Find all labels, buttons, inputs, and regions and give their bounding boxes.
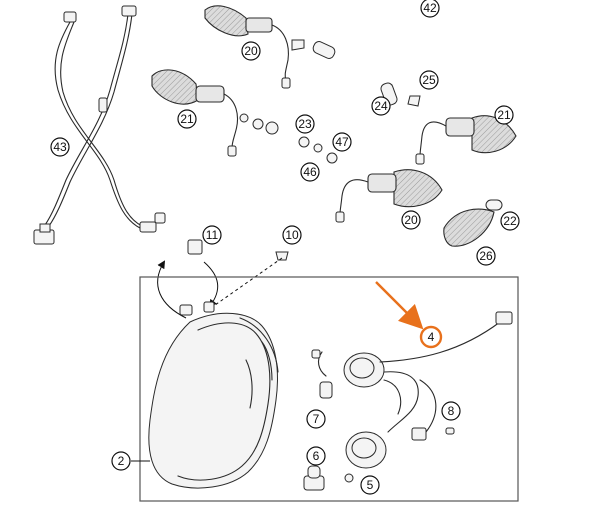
callout-42: 42 <box>420 0 440 18</box>
callout-21-left-label: 21 <box>180 112 194 126</box>
callout-20-top: 20 <box>241 41 261 61</box>
callout-24-label: 24 <box>374 99 388 113</box>
headlight-housing <box>148 312 279 489</box>
callout-22: 22 <box>500 211 520 231</box>
callout-47: 47 <box>332 132 352 152</box>
callout-25: 25 <box>419 70 439 90</box>
fasteners <box>187 239 289 311</box>
callout-10: 10 <box>282 225 302 245</box>
turn-signal-right-lower <box>335 169 443 223</box>
assembly-arrows <box>157 260 219 319</box>
callout-20-right: 20 <box>401 210 421 230</box>
callout-26: 26 <box>476 246 496 266</box>
callout-11-label: 11 <box>206 228 219 242</box>
assembly-box <box>139 276 519 502</box>
callout-10-label: 10 <box>285 228 299 242</box>
callout-6: 6 <box>306 446 326 466</box>
callout-20-right-label: 20 <box>404 213 418 227</box>
callout-2: 2 <box>111 451 150 471</box>
highlight-arrow <box>375 281 424 330</box>
callout-46-label: 46 <box>303 165 317 179</box>
turn-signal-upper <box>204 5 336 89</box>
callout-7-label: 7 <box>313 412 320 426</box>
callout-21-right: 21 <box>494 105 514 125</box>
callout-43: 43 <box>50 137 70 157</box>
callout-22-label: 22 <box>503 214 517 228</box>
turn-signal-left <box>151 69 279 157</box>
callout-23-label: 23 <box>298 117 312 131</box>
callout-46: 46 <box>300 162 320 182</box>
callout-4-label: 4 <box>428 330 435 344</box>
callout-4: 4 <box>419 325 443 349</box>
callout-6-label: 6 <box>313 449 320 463</box>
callout-21-left: 21 <box>177 109 197 129</box>
callout-8: 8 <box>441 401 461 421</box>
callout-7: 7 <box>306 409 326 429</box>
callout-11: 11 <box>202 225 222 245</box>
callout-25-label: 25 <box>422 73 436 87</box>
callout-5: 5 <box>360 475 380 495</box>
wire-harness-43 <box>33 5 166 245</box>
callout-20-top-label: 20 <box>244 44 258 58</box>
spare-lens-and-bulb <box>443 199 503 247</box>
callout-2-label: 2 <box>118 454 125 468</box>
washers-group <box>298 136 338 164</box>
callout-5-label: 5 <box>367 478 374 492</box>
bulbs <box>303 381 455 491</box>
callout-8-label: 8 <box>448 404 455 418</box>
headlight-harness-4 <box>311 311 513 469</box>
callout-43-label: 43 <box>53 140 67 154</box>
callout-47-label: 47 <box>335 135 349 149</box>
callout-26-label: 26 <box>479 249 493 263</box>
callout-24: 24 <box>371 96 391 116</box>
callout-21-right-label: 21 <box>497 108 511 122</box>
callout-42-label: 42 <box>423 1 437 15</box>
callout-23: 23 <box>295 114 315 134</box>
turn-signal-right-upper <box>415 115 517 165</box>
